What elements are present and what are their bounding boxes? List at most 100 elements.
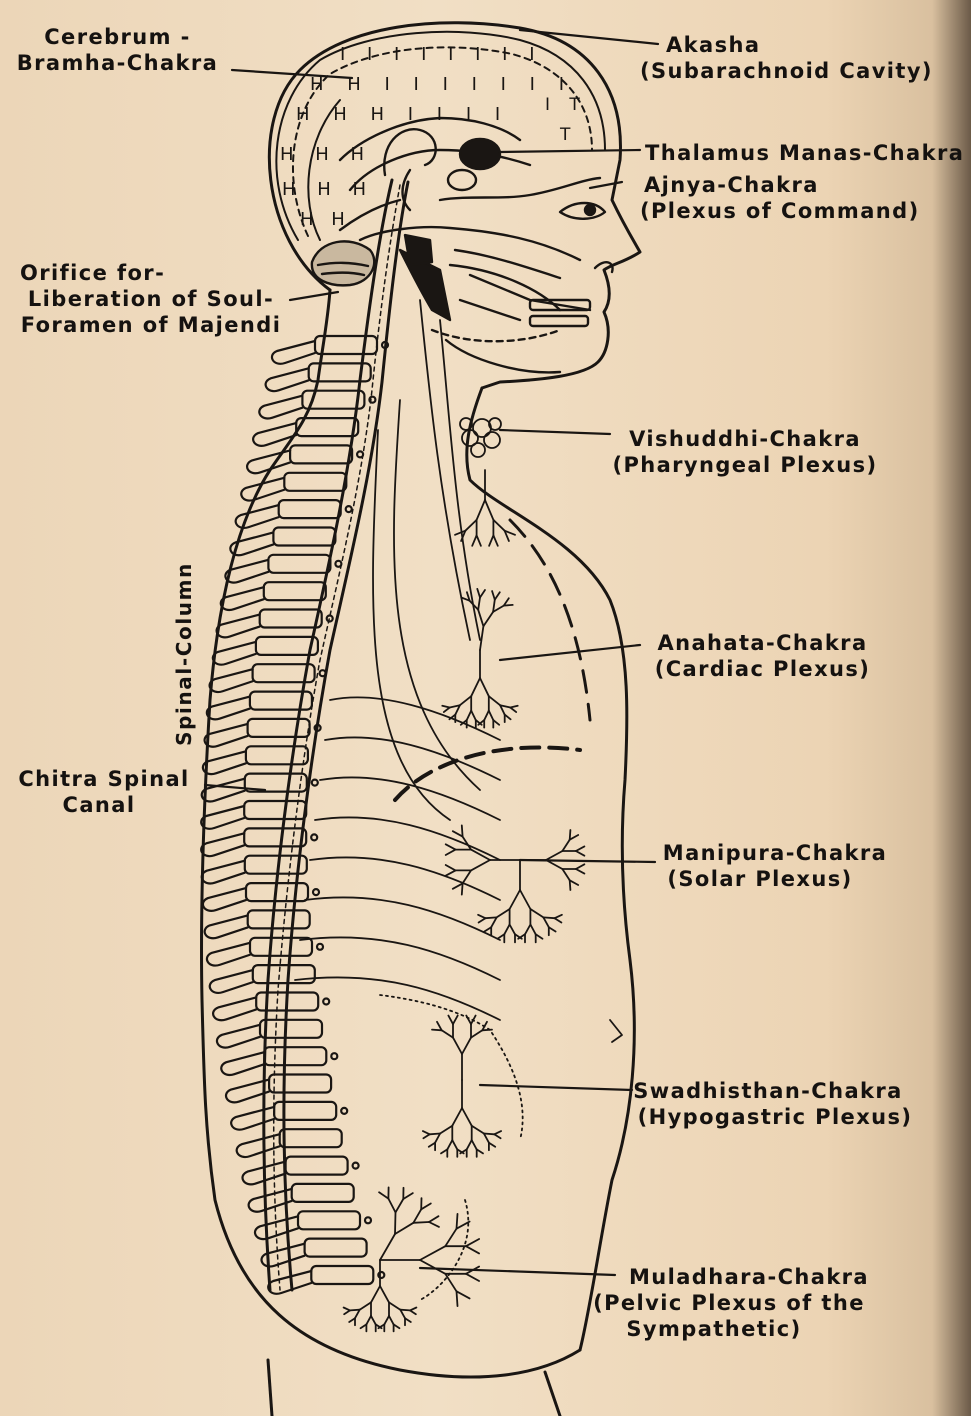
pelvic-plexus-branch <box>420 1260 445 1274</box>
pelvic-plexus-branch <box>445 1274 456 1292</box>
hypogastric-plexus-branch <box>462 1108 472 1126</box>
hypogastric-plexus-branch <box>441 1149 447 1153</box>
pelvic-plexus-branch <box>380 1286 389 1302</box>
solar-plexus-branch <box>576 869 585 874</box>
solar-plexus-branch <box>543 917 548 927</box>
label-swadhisthan-line1: Swadhisthan-Chakra <box>625 1078 925 1104</box>
vertebra-process <box>247 450 290 473</box>
spinal-nerve-root <box>365 1217 371 1223</box>
pelvic-plexus-branch <box>403 1193 413 1199</box>
label-manipura-line2: (Solar Plexus) <box>650 866 900 892</box>
hypogastric-plexus-branch <box>423 1131 430 1134</box>
label-anahata-line2: (Cardiac Plexus) <box>640 656 885 682</box>
hypogastric-plexus-branch <box>452 1140 457 1149</box>
pelvic-plexus-branch <box>344 1308 350 1311</box>
pharyngeal-plexus-branch <box>465 520 476 531</box>
solar-plexus-branch <box>491 917 496 927</box>
vertebra-process <box>203 751 246 774</box>
solar-plexus-branch <box>536 934 543 938</box>
solar-plexus-branch <box>570 880 571 890</box>
vertebra-body <box>290 445 352 463</box>
vertebra-process <box>202 779 245 802</box>
label-manipura-line1: Manipura-Chakra <box>650 840 900 866</box>
label-ajnya: Ajnya-Chakra (Plexus of Command) <box>640 172 920 224</box>
pelvic-plexus-branch <box>413 1209 421 1223</box>
solar-plexus-branch <box>570 835 579 840</box>
pelvic-plexus-branch <box>396 1199 404 1212</box>
nerve-plexuses <box>295 300 622 1331</box>
vertebra-body <box>280 1129 342 1147</box>
label-chitra-line1: Chitra Spinal <box>8 766 200 792</box>
pelvic-plexus-branch <box>457 1214 458 1229</box>
hypogastric-plexus-branch <box>489 1143 495 1147</box>
pelvic-plexus-branch <box>466 1239 479 1246</box>
pelvic-plexus-branch <box>355 1310 360 1319</box>
cardiac-plexus-branch <box>478 610 483 626</box>
label-muladhara-line2: (Pelvic Plexus of the <box>570 1290 888 1316</box>
label-swadhisthan: Swadhisthan-Chakra (Hypogastric Plexus) <box>625 1078 925 1130</box>
hypogastric-plexus-branch <box>462 1038 471 1054</box>
vertebra-body <box>292 1184 354 1202</box>
cardiac-plexus-branch <box>477 589 480 598</box>
solar-plexus-branch <box>549 927 556 931</box>
pelvic-plexus-branch <box>420 1246 445 1260</box>
hypogastric-plexus-branch <box>477 1149 483 1153</box>
solar-plexus-branch <box>510 925 515 935</box>
cardiac-plexus-branch <box>484 711 489 720</box>
solar-plexus-branch <box>555 915 562 918</box>
label-cerebrum-line1: Cerebrum - <box>10 24 225 50</box>
pelvic-plexus-branch <box>360 1302 371 1309</box>
vertebra-body <box>268 555 330 573</box>
label-orifice: Orifice for- Liberation of Soul- Foramen… <box>6 260 296 338</box>
pharyngeal-plexus-branch <box>493 535 497 545</box>
hypogastric-plexus-branch <box>471 1030 482 1037</box>
cardiac-plexus-branch <box>480 678 489 696</box>
pelvic-plexus-branch <box>466 1246 479 1253</box>
vertebra-body <box>269 1075 331 1093</box>
vertebra-body <box>305 1239 367 1257</box>
vertebra-process <box>207 943 250 966</box>
label-muladhara-line1: Muladhara-Chakra <box>570 1264 888 1290</box>
vertebra-body <box>248 719 310 737</box>
hypogastric-plexus-branch <box>452 1108 462 1126</box>
pelvic-plexus-branch <box>400 1310 405 1319</box>
hypogastric-plexus-branch <box>484 1134 489 1143</box>
hypogastric-plexus-branch <box>484 1134 494 1135</box>
leader-lines <box>205 30 658 1275</box>
pelvic-plexus-branch <box>350 1310 360 1311</box>
vertebra-body <box>244 828 306 846</box>
vertebra-process <box>213 997 256 1020</box>
label-ajnya-line2: (Plexus of Command) <box>640 198 920 224</box>
vertebra-body <box>311 1266 373 1284</box>
vertebra-process <box>213 642 256 665</box>
solar-plexus-branch <box>462 825 463 836</box>
spinal-nerve <box>305 897 500 940</box>
vertebra-body <box>260 610 322 628</box>
pelvic-plexus-branch <box>384 1316 389 1325</box>
label-orifice-line1: Orifice for- <box>6 260 296 286</box>
cardiac-plexus-branch <box>478 598 480 610</box>
hypogastric-plexus-branch <box>442 1030 453 1037</box>
hypogastric-plexus-branch <box>429 1143 435 1147</box>
pharyngeal-plexus-branch <box>477 535 481 545</box>
vertebra-process <box>201 833 244 856</box>
pelvic-plexus-branch <box>395 1223 413 1234</box>
solar-plexus-branch <box>510 890 520 909</box>
cardiac-plexus-branch <box>471 678 480 696</box>
pharyngeal-plexus-branch <box>477 500 485 520</box>
vertebra-body <box>298 1211 360 1229</box>
svg-text:H H H: H H H <box>280 144 372 165</box>
vertebra-process <box>217 615 260 638</box>
vertebra-process <box>217 1025 260 1048</box>
cardiac-plexus-branch <box>442 706 449 708</box>
solar-plexus-branch <box>479 918 486 922</box>
vertebra-body <box>284 473 346 491</box>
label-cerebrum-line2: Bramha-Chakra <box>10 50 225 76</box>
solar-plexus-branch <box>546 851 562 860</box>
solar-plexus-branch <box>478 915 485 918</box>
vertebra-body <box>264 582 326 600</box>
solar-plexus-branch <box>530 925 535 935</box>
hypogastric-plexus-branch <box>494 1134 500 1138</box>
pelvic-plexus-branch <box>429 1222 439 1227</box>
